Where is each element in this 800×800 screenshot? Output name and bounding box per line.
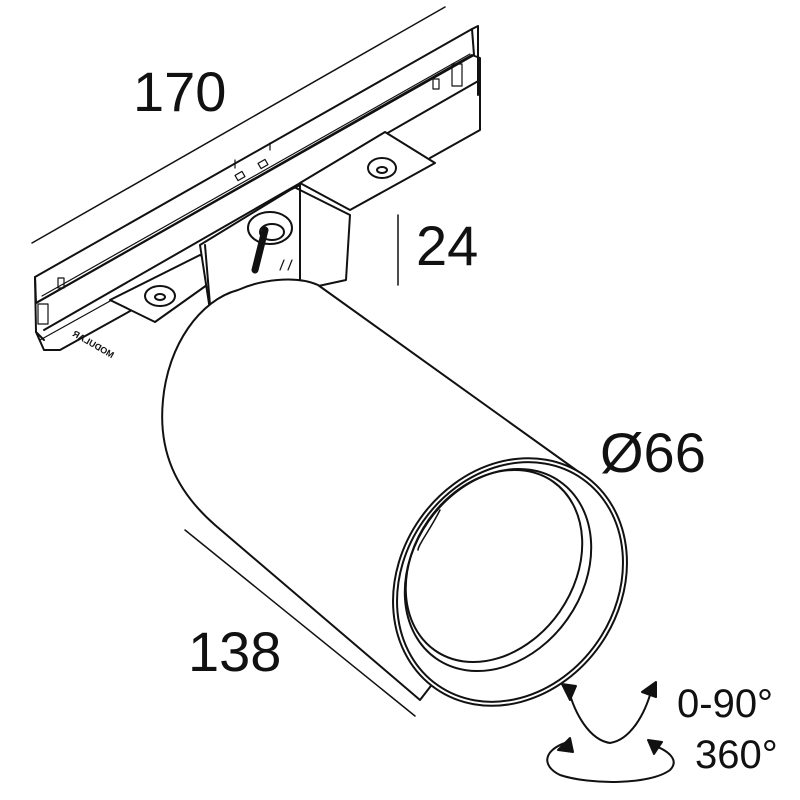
rotation-range-label: 360° [695,733,778,777]
track-adapter [34,25,481,351]
lamp-front-ring [392,457,628,707]
tilt-arrow-icon [561,681,657,744]
dimension-line-170 [31,6,446,244]
yoke-bracket [199,184,351,311]
dimension-138-label: 138 [188,620,282,683]
tilt-range-label: 0-90° [677,682,774,726]
dimension-170-label: 170 [133,60,227,123]
dimension-24-label: 24 [416,214,479,277]
mounting-plate-right [299,131,436,211]
dimension-line-138 [184,529,416,717]
brand-label: MODULAR [70,328,115,360]
diameter-label: Ø66 [600,421,706,484]
rotation-arrow-icon [546,737,675,783]
